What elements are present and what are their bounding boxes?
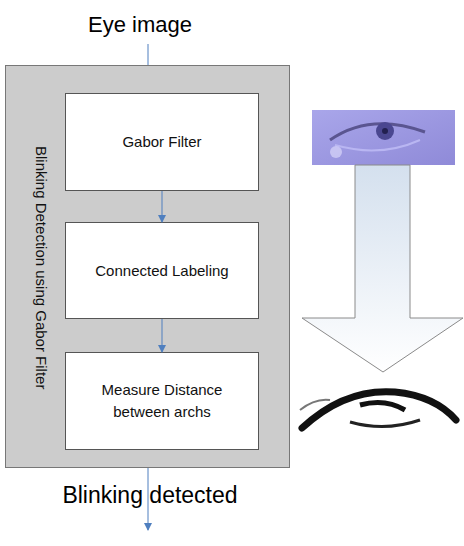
output-label: Blinking detected: [20, 482, 280, 509]
input-label: Eye image: [40, 12, 240, 38]
group-title: Blinking Detection using Gabor Filter: [28, 88, 50, 448]
flow-arrow: [162, 319, 163, 352]
process-box: Connected Labeling: [65, 222, 259, 319]
box-label: Gabor Filter: [122, 131, 201, 153]
group-box: Blinking Detection using Gabor Filter Gab…: [5, 65, 290, 468]
process-box: Gabor Filter: [65, 93, 259, 191]
flow-arrow: [162, 191, 163, 222]
eye-photo: [312, 110, 455, 165]
box-label: Measure Distance between archs: [80, 379, 244, 423]
filtered-eye-sketch: [300, 392, 456, 428]
block-arrow: [302, 165, 463, 372]
process-box: Measure Distance between archs: [65, 352, 259, 450]
box-label: Connected Labeling: [95, 260, 228, 282]
